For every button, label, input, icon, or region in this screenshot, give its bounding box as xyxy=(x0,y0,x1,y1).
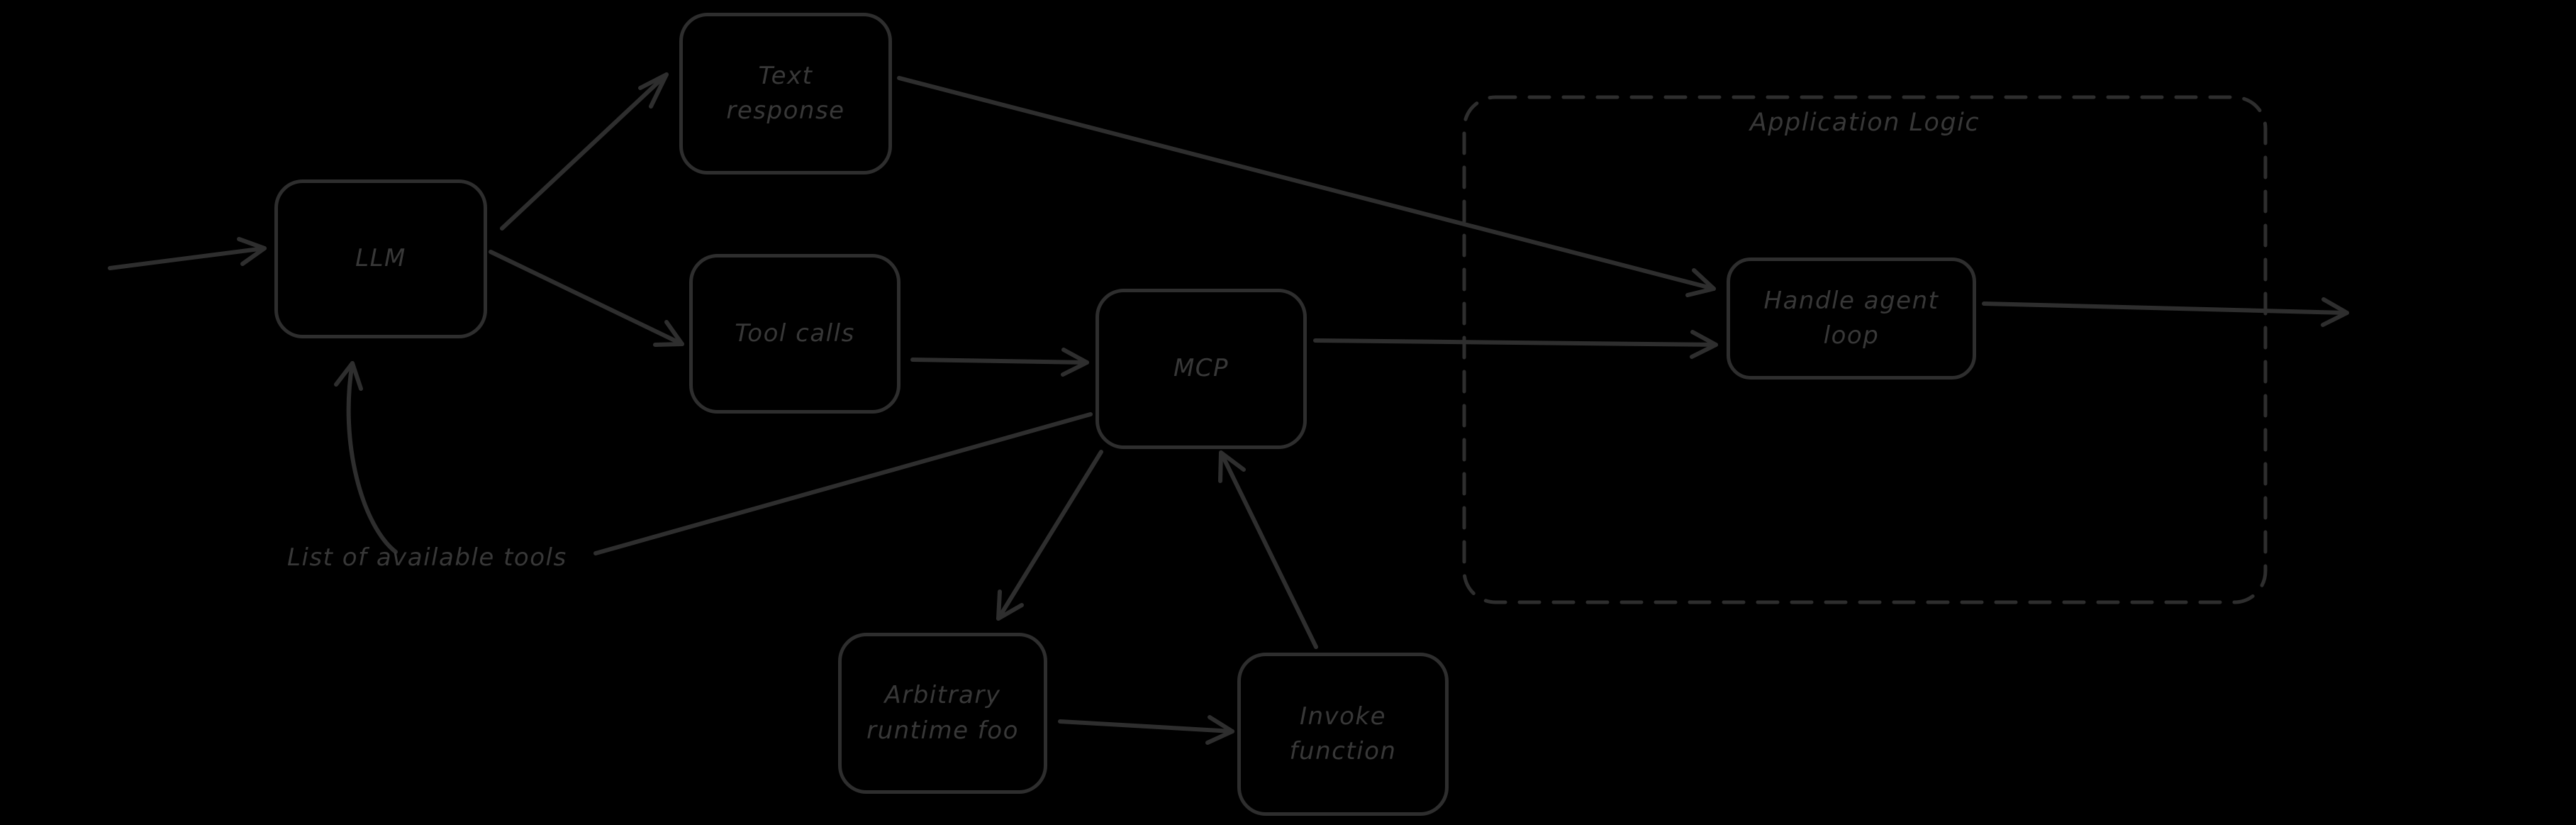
arrow-mcp-to-arbitrary-runtime-foo xyxy=(996,450,1103,621)
arrow-mcp-to-handle-agent-loop xyxy=(1313,330,1718,359)
arrow-llm-to-text-response xyxy=(500,72,669,231)
arrow-text-response-to-handle-agent-loop xyxy=(897,76,1716,297)
arrow-input-to-llm xyxy=(108,237,267,270)
node-handle-agent-loop: Handle agent loop xyxy=(1727,258,1976,380)
arrow-llm-to-tool-calls xyxy=(489,250,684,347)
node-tool-calls: Tool calls xyxy=(689,254,901,414)
node-text-response-label: Text response xyxy=(726,61,845,125)
arrow-invoke-function-to-mcp xyxy=(1218,450,1318,649)
node-mcp: MCP xyxy=(1095,289,1307,449)
arrow-arbitrary-runtime-foo-to-invoke-function xyxy=(1058,715,1234,745)
arrow-list-of-available-tools-to-llm xyxy=(334,361,398,554)
node-tool-calls-label: Tool calls xyxy=(735,319,855,348)
line-mcp-to-list-of-available-tools xyxy=(593,412,1093,555)
arrow-handle-agent-loop-to-output xyxy=(1982,297,2349,327)
list-of-available-tools-label: List of available tools xyxy=(287,543,567,572)
node-llm-label: LLM xyxy=(355,244,406,273)
application-logic-group-title: Application Logic xyxy=(1749,109,1980,137)
node-arbitrary-runtime-foo-label: Arbitrary runtime foo xyxy=(866,681,1019,745)
node-handle-agent-loop-label: Handle agent loop xyxy=(1763,286,1939,350)
arrow-tool-calls-to-mcp xyxy=(910,348,1089,377)
node-mcp-label: MCP xyxy=(1173,354,1230,383)
node-invoke-function: Invoke function xyxy=(1237,653,1449,816)
node-text-response: Text response xyxy=(679,13,892,175)
application-logic-group-border xyxy=(1462,95,2268,604)
node-invoke-function-label: Invoke function xyxy=(1289,702,1397,765)
node-llm: LLM xyxy=(274,179,487,338)
node-arbitrary-runtime-foo: Arbitrary runtime foo xyxy=(838,633,1047,794)
